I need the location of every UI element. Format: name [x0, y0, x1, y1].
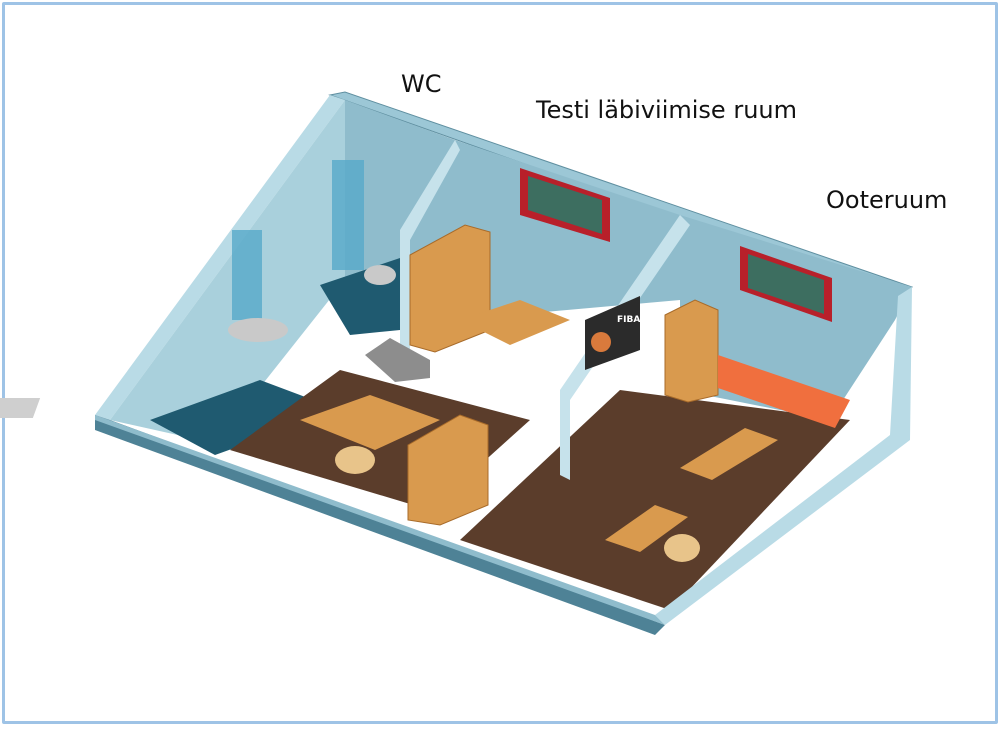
wc-floor [150, 380, 340, 455]
waiting-partition [560, 215, 690, 480]
wall-sign-emblem [591, 332, 611, 352]
front-cabinet [407, 414, 489, 526]
waiting-table-2 [605, 505, 688, 552]
partition-wall [400, 140, 460, 360]
test-room-back-wall [455, 140, 680, 320]
exam-bed [365, 338, 430, 382]
waiting-room-label: Ooteruum [826, 186, 948, 214]
sink [228, 318, 288, 342]
front-base-top [95, 415, 665, 625]
test-desk [460, 300, 570, 345]
waiting-chair [664, 534, 700, 562]
test-room-label: Testi läbiviimise ruum [536, 96, 797, 124]
shower-tray [0, 398, 41, 418]
wall-sign-text: FIBA [617, 315, 640, 325]
shower-glass-1 [232, 230, 262, 320]
wc-left-wall [110, 100, 345, 440]
front-chair [335, 446, 375, 474]
shower-glass-2 [332, 160, 364, 270]
wc-label: WC [401, 70, 442, 98]
waiting-table-1 [680, 428, 778, 480]
waiting-cabinet [664, 299, 719, 403]
waiting-bench [718, 355, 850, 428]
front-desk [300, 395, 440, 450]
left-outer-wall [95, 95, 345, 420]
toilet [364, 265, 396, 285]
